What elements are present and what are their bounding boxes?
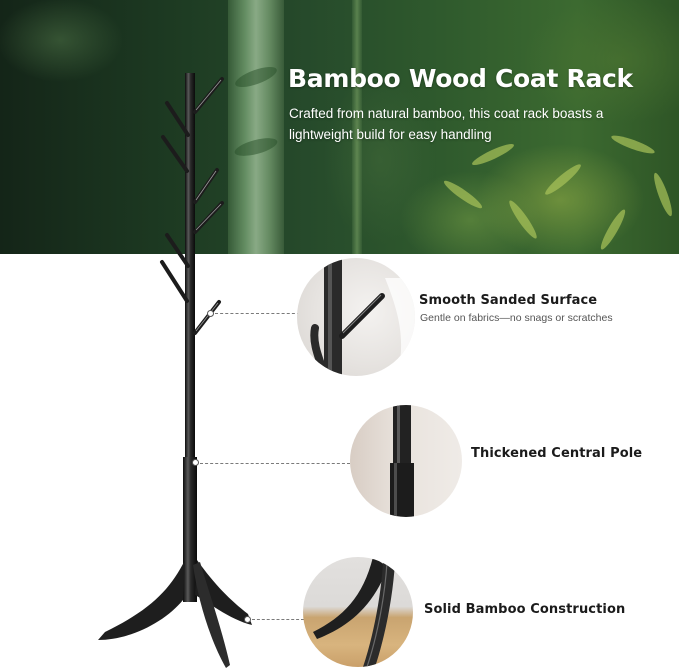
bamboo-leaf-image	[542, 161, 584, 198]
callout-line	[200, 463, 350, 464]
page-title: Bamboo Wood Coat Rack	[288, 64, 633, 93]
callout-line	[252, 619, 304, 620]
bamboo-leaf-image	[441, 177, 485, 212]
bamboo-leaf-image	[506, 198, 540, 241]
bamboo-leaf-image	[650, 171, 676, 218]
hook-closeup-image	[297, 258, 415, 376]
bamboo-stalk-image	[228, 0, 284, 254]
feature-description: Gentle on fabrics—no snags or scratches	[420, 312, 613, 324]
callout-dot	[244, 616, 251, 623]
pole-joint-closeup-image	[350, 405, 462, 517]
feature-title: Thickened Central Pole	[471, 446, 643, 461]
feature-title: Smooth Sanded Surface	[419, 293, 598, 308]
base-legs-closeup-image	[303, 557, 413, 667]
bamboo-leaf-image	[597, 207, 629, 252]
callout-dot	[192, 459, 199, 466]
bamboo-stalk-image	[352, 0, 362, 254]
feature-title: Solid Bamboo Construction	[424, 602, 626, 617]
hero-banner: Bamboo Wood Coat Rack Crafted from natur…	[0, 0, 679, 254]
banner-subtitle: Crafted from natural bamboo, this coat r…	[289, 106, 604, 142]
callout-line	[215, 313, 300, 314]
callout-dot	[207, 310, 214, 317]
